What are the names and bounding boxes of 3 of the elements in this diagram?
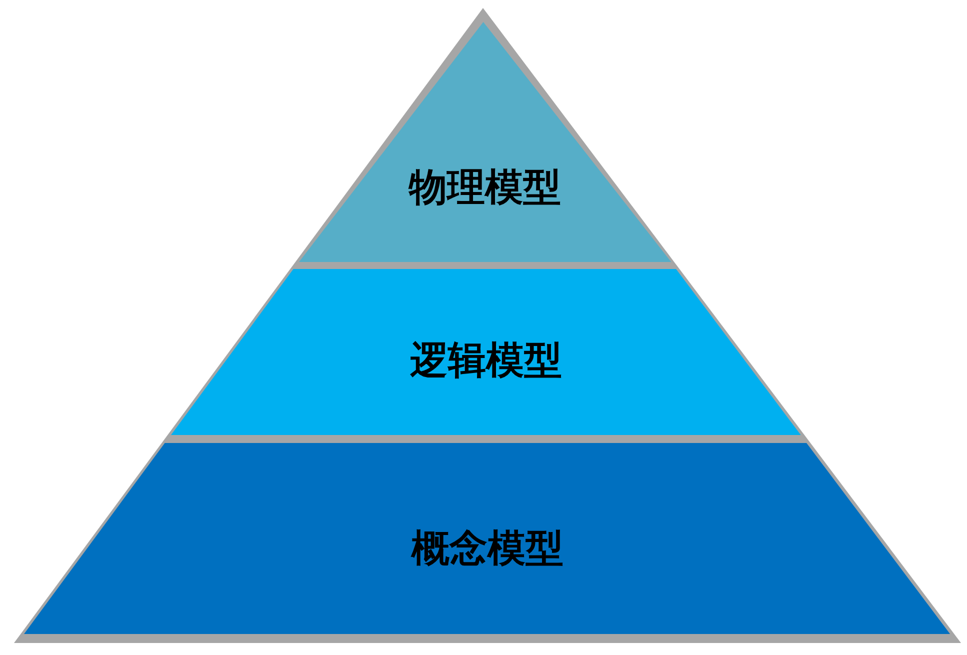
layer-label: 概念模型: [411, 529, 564, 567]
layer-label: 物理模型: [408, 168, 561, 206]
layer-label: 逻辑模型: [410, 341, 562, 379]
